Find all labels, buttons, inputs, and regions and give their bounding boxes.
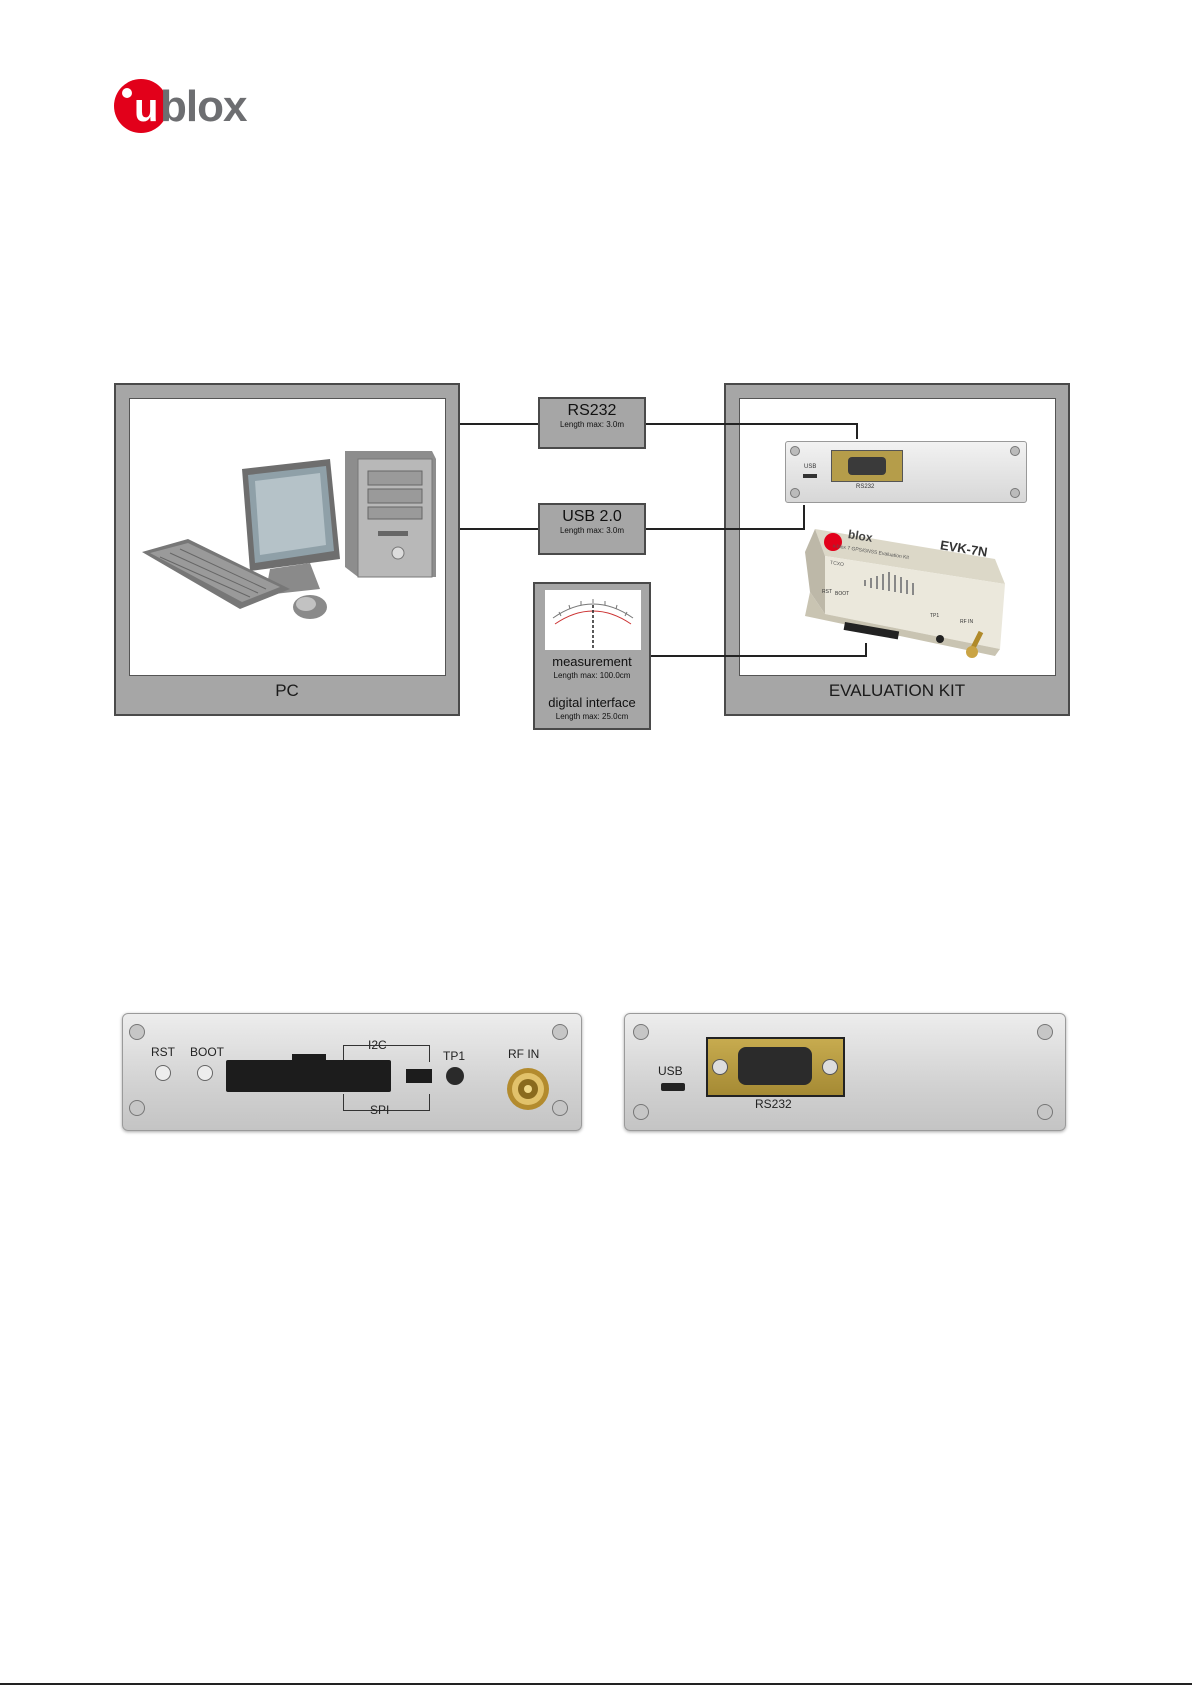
connection-diagram: PC USB RS232: [0, 0, 1192, 760]
boot-led: [197, 1065, 213, 1081]
computer-illustration: [130, 399, 447, 677]
tp1-label: TP1: [443, 1049, 465, 1063]
screw-icon: [129, 1100, 145, 1116]
rs232-port: [738, 1047, 812, 1085]
usb-cable-length: Length max: 3.0m: [540, 526, 644, 536]
kit-back-panel-small: USB RS232: [785, 441, 1027, 503]
usb-wire-left: [460, 528, 539, 530]
evk-rfin-label: RF IN: [960, 619, 973, 625]
rs232-label: RS232: [755, 1097, 792, 1111]
usb-wire-rise: [803, 505, 805, 530]
rs232-wire-right: [645, 423, 858, 425]
rf-in-label: RF IN: [508, 1047, 539, 1061]
rst-led: [155, 1065, 171, 1081]
usb-port-small: [803, 474, 817, 478]
evk-rst-label: RST: [822, 589, 832, 595]
rs232-wire-left: [460, 423, 539, 425]
header-connector: [226, 1060, 391, 1092]
screw-icon: [633, 1024, 649, 1040]
measurement-box: measurement Length max: 100.0cm digital …: [533, 582, 651, 730]
usb-cable-title: USB 2.0: [540, 508, 644, 526]
usb-cable-box: USB 2.0 Length max: 3.0m: [538, 503, 646, 555]
measurement-wire-rise: [865, 643, 867, 657]
measurement-title: measurement: [535, 654, 649, 669]
usb-wire-right: [645, 528, 805, 530]
boot-label: BOOT: [190, 1045, 224, 1059]
usb-label: USB: [658, 1064, 683, 1078]
rs232-connector-small: [831, 450, 903, 482]
screw-icon: [790, 446, 800, 456]
screw-icon: [790, 488, 800, 498]
rs232-cable-box: RS232 Length max: 3.0m: [538, 397, 646, 449]
rs232-label-small: RS232: [856, 484, 874, 490]
pc-panel: PC: [114, 383, 460, 716]
rf-connector-icon: [505, 1066, 551, 1112]
usb-port: [661, 1083, 685, 1091]
screw-icon: [1037, 1104, 1053, 1120]
pc-label: PC: [116, 681, 458, 701]
back-panel-photo: USB RS232: [624, 1013, 1066, 1131]
rs232-screw-left: [712, 1059, 728, 1075]
tp1-point: [446, 1067, 464, 1085]
digital-interface-length: Length max: 25.0cm: [535, 712, 649, 722]
evaluation-kit-label: EVALUATION KIT: [726, 681, 1068, 701]
rs232-cable-length: Length max: 3.0m: [540, 420, 644, 430]
meter-gauge-icon: [545, 590, 641, 650]
rst-label: RST: [151, 1045, 175, 1059]
evk-tp1-label: TP1: [930, 613, 939, 619]
digital-interface-title: digital interface: [535, 695, 649, 710]
spi-label: SPI: [370, 1103, 389, 1117]
evaluation-kit-panel: USB RS232: [724, 383, 1070, 716]
pc-panel-inner: [129, 398, 446, 676]
screw-icon: [1010, 488, 1020, 498]
screw-icon: [633, 1104, 649, 1120]
evk-box-illustration: [785, 514, 1015, 664]
usb-label-small: USB: [804, 464, 816, 470]
jumper-switch: [406, 1069, 432, 1083]
rs232-wire-drop: [856, 423, 858, 439]
front-panel-photo: RST BOOT I2C SPI TP1 RF IN: [122, 1013, 582, 1131]
screw-icon: [552, 1100, 568, 1116]
screw-icon: [552, 1024, 568, 1040]
measurement-wire: [651, 655, 867, 657]
rs232-screw-right: [822, 1059, 838, 1075]
screw-icon: [1037, 1024, 1053, 1040]
rs232-cable-title: RS232: [540, 402, 644, 420]
rs232-connector: [706, 1037, 845, 1097]
screw-icon: [1010, 446, 1020, 456]
evk-boot-label: BOOT: [835, 591, 849, 597]
evaluation-kit-panel-inner: USB RS232: [739, 398, 1056, 676]
measurement-length: Length max: 100.0cm: [535, 671, 649, 681]
screw-icon: [129, 1024, 145, 1040]
